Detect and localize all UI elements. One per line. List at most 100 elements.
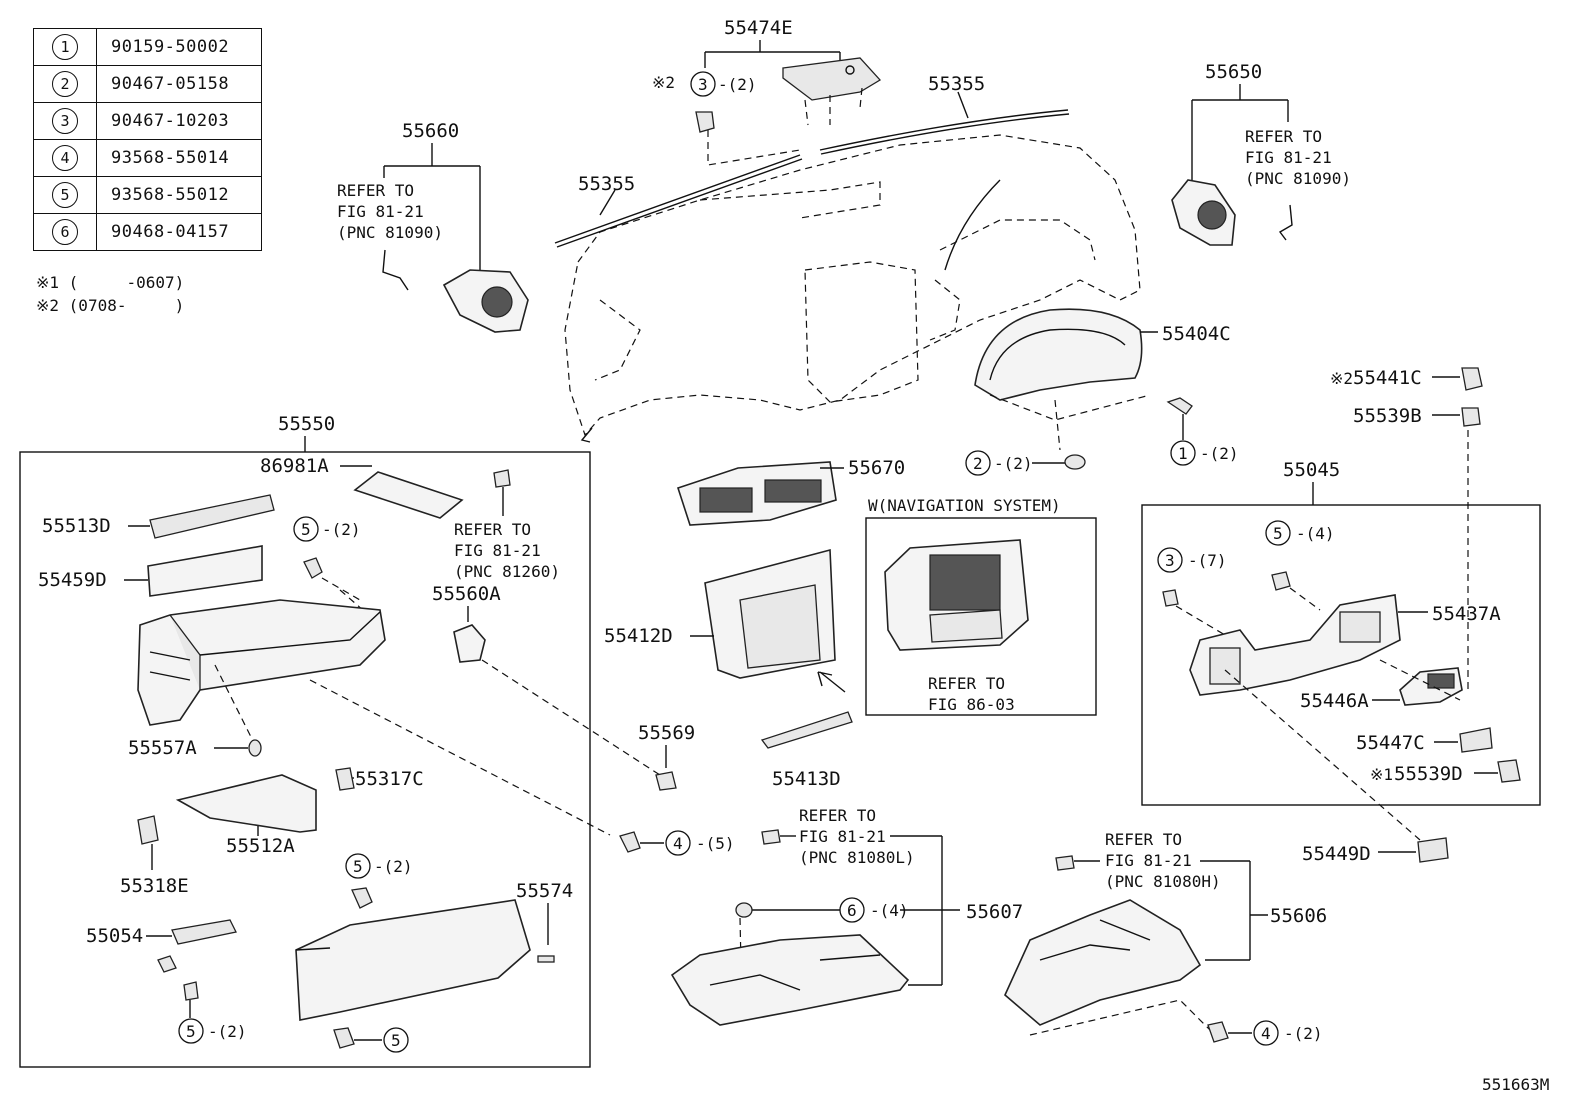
lower-trim-panel bbox=[1189, 594, 1401, 696]
hinge-part bbox=[171, 919, 237, 945]
part-label: 55437A bbox=[1432, 603, 1501, 625]
legend-part-number: 90159-50002 bbox=[96, 28, 262, 66]
part-label: 55355 bbox=[578, 173, 635, 195]
svg-text:1: 1 bbox=[1178, 444, 1188, 463]
part-label: 55512A bbox=[226, 835, 295, 857]
lower-panel-left bbox=[670, 934, 910, 1026]
pnc-ref: (PNC 81080H) bbox=[1105, 872, 1221, 891]
clip-part bbox=[1497, 759, 1521, 783]
svg-text:2: 2 bbox=[973, 454, 983, 473]
glove-box-panel bbox=[147, 545, 263, 597]
qty-label: -(4) bbox=[870, 901, 909, 920]
switch-hole-cover bbox=[1459, 727, 1493, 753]
qty-label: -(2) bbox=[718, 75, 757, 94]
cluster-finish-panel bbox=[974, 308, 1143, 401]
lower-trim-group-frame bbox=[1141, 504, 1541, 806]
fastener-callout bbox=[1253, 1020, 1279, 1046]
glove-box-group-frame bbox=[19, 451, 591, 1068]
part-label: 55513D bbox=[42, 515, 111, 537]
qty-label: -(5) bbox=[696, 834, 735, 853]
refer-text: REFER TO bbox=[454, 520, 531, 539]
callout-number: 4 bbox=[52, 145, 78, 171]
fig-ref: FIG 81-21 bbox=[337, 202, 424, 221]
clip-part bbox=[335, 767, 355, 791]
glove-box-door bbox=[295, 899, 531, 1021]
part-label: 55474E bbox=[724, 17, 793, 39]
navigation-unit bbox=[884, 539, 1029, 651]
fastener-callout bbox=[345, 853, 371, 879]
legend-part-number: 93568-55012 bbox=[96, 176, 262, 214]
glove-box-housing bbox=[137, 599, 386, 726]
navigation-variant-frame bbox=[865, 517, 1097, 716]
pnc-ref: (PNC 81080L) bbox=[799, 848, 915, 867]
refer-text: REFER TO bbox=[1245, 127, 1322, 146]
fastener-callout bbox=[690, 71, 716, 97]
part-label: 55447C bbox=[1356, 732, 1425, 754]
qty-label: -(4) bbox=[1296, 524, 1335, 543]
screw-part bbox=[1064, 454, 1086, 470]
svg-text:3: 3 bbox=[1165, 551, 1175, 570]
applicability-note-1: ※1 ( -0607) bbox=[36, 273, 185, 292]
svg-text:5: 5 bbox=[391, 1031, 401, 1050]
legend-part-number: 93568-55014 bbox=[96, 139, 262, 177]
clip-part bbox=[735, 902, 753, 918]
svg-text:4: 4 bbox=[673, 834, 683, 853]
callout-number: 2 bbox=[52, 71, 78, 97]
part-label: 55318E bbox=[120, 875, 189, 897]
center-trim-strip bbox=[760, 711, 853, 749]
legend-part-number: 90467-05158 bbox=[96, 65, 262, 103]
part-label: 55660 bbox=[402, 120, 459, 142]
screw-part bbox=[333, 1027, 355, 1049]
clip-part bbox=[1461, 407, 1481, 427]
glove-box-lock bbox=[453, 624, 486, 663]
part-label: 55459D bbox=[38, 569, 107, 591]
fastener-callout bbox=[665, 830, 691, 856]
refer-text: REFER TO bbox=[799, 806, 876, 825]
clip-part bbox=[1162, 589, 1179, 607]
pnc-ref: (PNC 81090) bbox=[337, 223, 443, 242]
part-label: 55670 bbox=[848, 457, 905, 479]
refer-text: REFER TO bbox=[928, 674, 1005, 693]
instrument-panel-illustration bbox=[564, 134, 1141, 443]
legend-part-number: 90468-04157 bbox=[96, 213, 262, 251]
clip-part bbox=[655, 771, 677, 791]
callout-number: 6 bbox=[52, 219, 78, 245]
screw-part bbox=[1207, 1021, 1229, 1043]
part-label: 55412D bbox=[604, 625, 673, 647]
part-label: 55355 bbox=[928, 73, 985, 95]
screw-part bbox=[1166, 397, 1193, 415]
cover-panel-part bbox=[782, 57, 882, 101]
screw-part bbox=[303, 557, 323, 579]
fig-ref: FIG 81-21 bbox=[799, 827, 886, 846]
legend-row: 2 90467-05158 bbox=[33, 65, 262, 103]
arrow-icon bbox=[817, 671, 846, 693]
glove-box-door-panel bbox=[175, 774, 317, 833]
applicability-mark: ※2 bbox=[652, 73, 675, 92]
part-label: 55446A bbox=[1300, 690, 1369, 712]
legend-row: 6 90468-04157 bbox=[33, 213, 262, 251]
screw-part bbox=[1271, 571, 1291, 591]
callout-number: 1 bbox=[52, 34, 78, 60]
connector-part bbox=[493, 469, 511, 488]
part-label: 55045 bbox=[1283, 459, 1340, 481]
fastener-callout bbox=[1265, 520, 1291, 546]
callout-number: 5 bbox=[52, 182, 78, 208]
screw-part bbox=[351, 887, 373, 909]
screw-part bbox=[183, 981, 199, 1001]
svg-text:5: 5 bbox=[353, 857, 363, 876]
part-label: 86981A bbox=[260, 455, 329, 477]
fig-ref: FIG 86-03 bbox=[928, 695, 1015, 714]
fastener-callout bbox=[1157, 547, 1183, 573]
center-vent-part bbox=[676, 461, 837, 526]
part-label: 55560A bbox=[432, 583, 501, 605]
qty-label: -(2) bbox=[1200, 444, 1239, 463]
glove-box-plate bbox=[353, 471, 464, 519]
applicability-note-2: ※2 (0708- ) bbox=[36, 296, 185, 315]
legend-row: 4 93568-55014 bbox=[33, 139, 262, 177]
connector-part bbox=[761, 829, 781, 845]
svg-text:4: 4 bbox=[1261, 1024, 1271, 1043]
legend-row: 1 90159-50002 bbox=[33, 28, 262, 66]
part-label: 55539B bbox=[1353, 405, 1422, 427]
lower-panel-right bbox=[1004, 899, 1202, 1026]
